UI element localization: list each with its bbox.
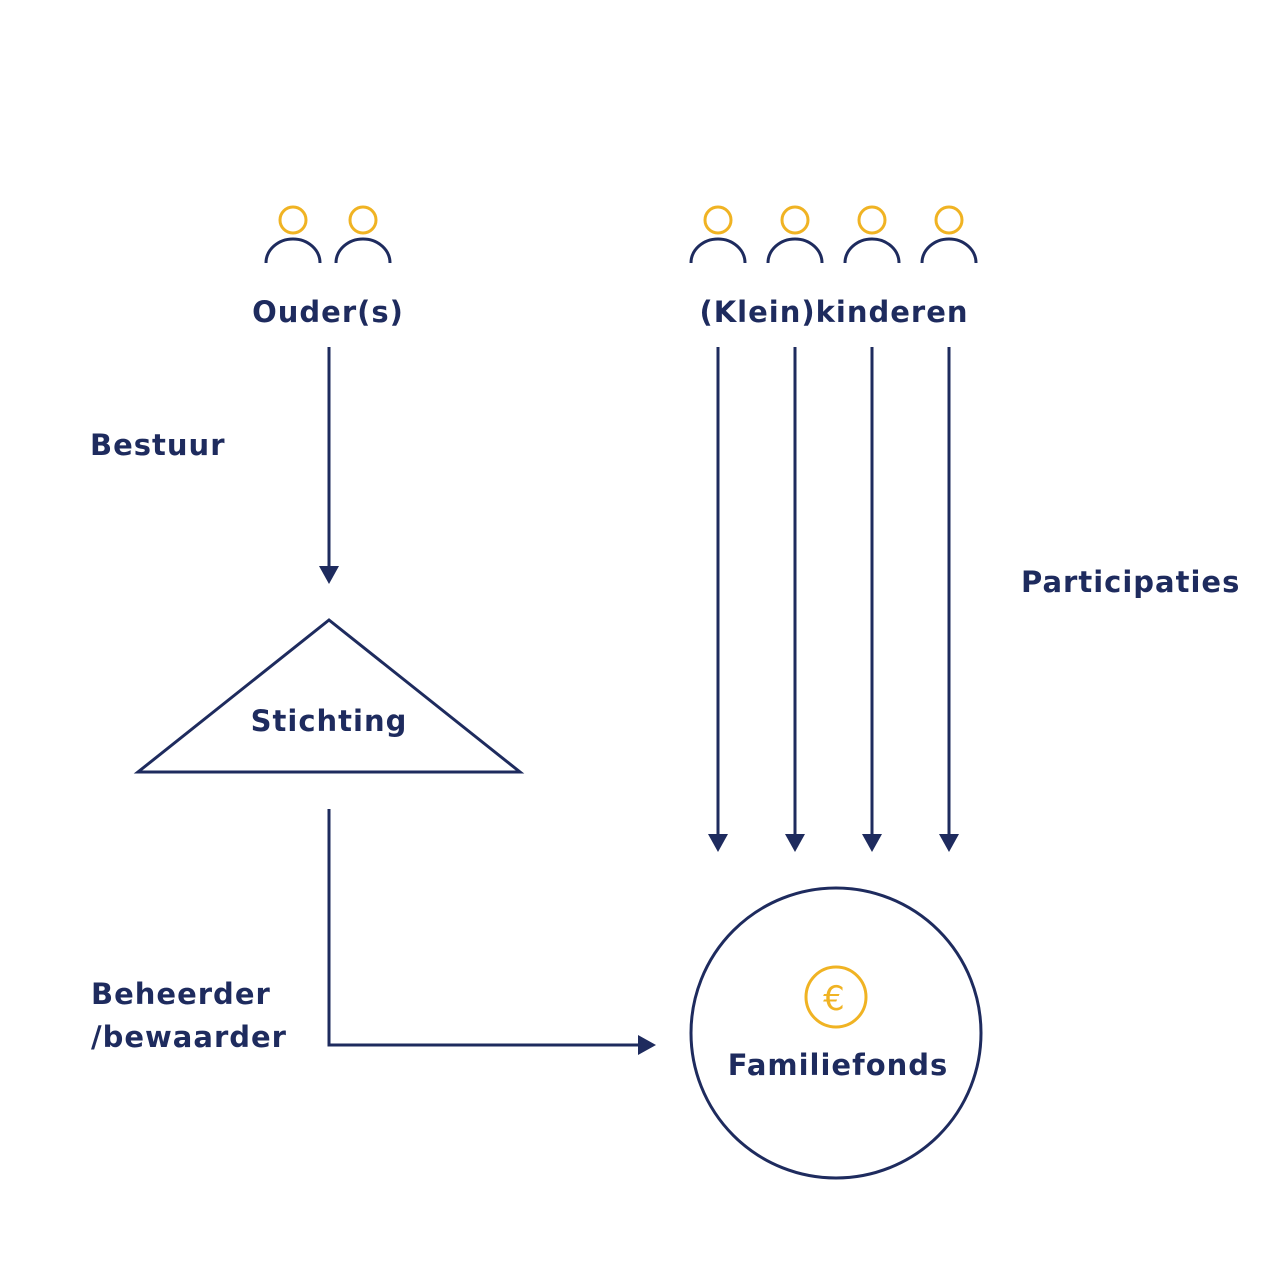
foundation-triangle: [133, 618, 525, 774]
governance-arrow: [319, 347, 339, 584]
governance-label: Bestuur: [90, 428, 226, 462]
person-icon: [843, 205, 901, 264]
children-icon-group: [689, 205, 978, 264]
participation-arrow: [862, 347, 882, 852]
foundation-node: Stichting: [133, 618, 525, 774]
manager-arrow: [327, 809, 656, 1055]
participation-arrow: [708, 347, 728, 852]
participation-arrow: [939, 347, 959, 852]
manager-label-line1: Beheerder: [91, 977, 271, 1011]
person-icon: [920, 205, 978, 264]
euro-icon: €: [804, 965, 868, 1029]
parents-icon-group: [264, 205, 392, 264]
participation-arrows: [708, 347, 959, 852]
children-label: (Klein)kinderen: [699, 295, 968, 329]
parents-label: Ouder(s): [252, 295, 404, 329]
participation-arrow: [785, 347, 805, 852]
fund-circle: [689, 886, 983, 1180]
person-icon: [689, 205, 747, 264]
person-icon: [264, 205, 322, 264]
fund-label: Familiefonds: [728, 1048, 949, 1082]
manager-label-line2: /bewaarder: [91, 1020, 287, 1054]
euro-symbol: €: [823, 979, 845, 1019]
foundation-label: Stichting: [251, 704, 408, 738]
person-icon: [334, 205, 392, 264]
participations-label: Participaties: [1021, 565, 1240, 599]
fund-node: € Familiefonds: [689, 886, 983, 1180]
person-icon: [766, 205, 824, 264]
